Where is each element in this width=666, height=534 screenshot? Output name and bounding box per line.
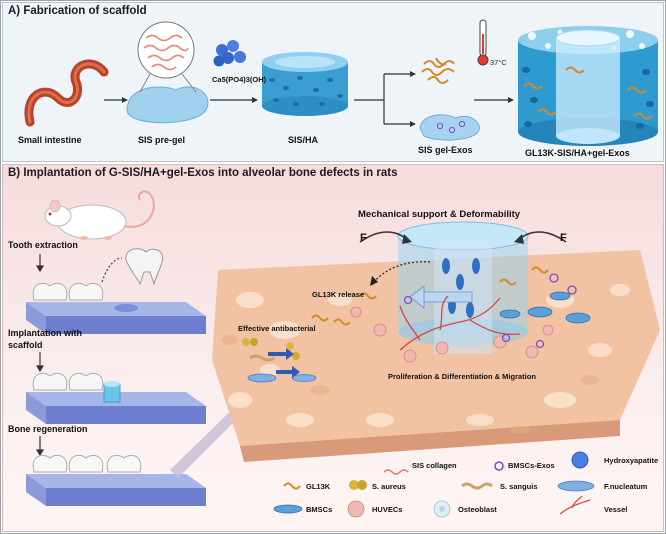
bone-regeneration-label: Bone regeneration (8, 424, 88, 434)
ha-formula-label: Ca5(PO4)3(OH) (212, 75, 267, 84)
legend-bmscs: BMSCs (306, 505, 333, 514)
sis-pregel-label: SIS pre-gel (138, 135, 186, 145)
exosome-dots (403, 273, 577, 349)
proliferation-label: Proliferation & Differentiation & Migrat… (388, 372, 536, 381)
flow-arrows (35, 254, 45, 457)
legend-bmscs-exos: BMSCs-Exos (508, 461, 555, 470)
hydroxyapatite-cluster-icon (213, 40, 246, 67)
huvec-cells (350, 306, 554, 363)
implanted-scaffold (397, 221, 529, 354)
gl13k-peptide-icon (421, 57, 455, 84)
panel-a-title: A) Fabrication of scaffold (8, 5, 147, 17)
implantation-label-line1: Implantation with (8, 328, 82, 338)
legend-vessel: Vessel (604, 505, 628, 514)
antibacterial-label: Effective antibacterial (238, 324, 316, 333)
legend-graphics (273, 451, 595, 518)
sis-ha-label: SIS/HA (288, 135, 319, 145)
jaw-with-scaffold (26, 372, 206, 424)
legend-hydroxyapatite: Hydroxyapatite (604, 456, 659, 465)
gl13k-sis-ha-gel-exos-scaffold-icon (518, 26, 658, 146)
legend-s-aureus: S. aureus (372, 482, 406, 491)
legend-gl13k: GL13K (306, 482, 331, 491)
sis-ha-scaffold-icon (262, 52, 348, 116)
temperature-label: 37°C (490, 58, 507, 67)
legend-huvecs: HUVECs (372, 505, 403, 514)
extracted-tooth-icon (125, 248, 164, 286)
legend-f-nucleatum: F.nucleatum (604, 482, 648, 491)
bmsc-cells (499, 291, 591, 324)
sis-gel-exos-icon (419, 114, 480, 141)
thermometer-icon (477, 19, 489, 66)
legend-s-sanguis: S. sanguis (500, 482, 538, 491)
implantation-label-line2: scaffold (8, 340, 43, 350)
force-label-left: F (360, 232, 367, 244)
final-scaffold-label: GL13K-SIS/HA+gel-Exos (525, 148, 630, 158)
jaw-regenerated (26, 454, 206, 506)
gl13k-release-label: GL13K release (312, 290, 365, 299)
bacteria-cluster (242, 338, 317, 383)
vessel-network (399, 295, 521, 351)
legend-osteoblast: Osteoblast (458, 505, 497, 514)
tooth-extraction-label: Tooth extraction (8, 240, 78, 250)
sis-gel-exos-label: SIS gel-Exos (418, 145, 473, 155)
panel-b-title: B) Implantation of G-SIS/HA+gel-Exos int… (8, 167, 398, 179)
small-intestine-label: Small intestine (18, 135, 82, 145)
jaw-after-extraction (26, 282, 206, 334)
mechanical-support-label: Mechanical support & Deformability (358, 209, 521, 220)
rat-icon (44, 190, 155, 240)
force-label-right: F (560, 232, 567, 244)
legend-sis-collagen: SIS collagen (412, 461, 457, 470)
peptide-fragments (311, 266, 549, 326)
sis-pregel-icon (126, 86, 209, 124)
